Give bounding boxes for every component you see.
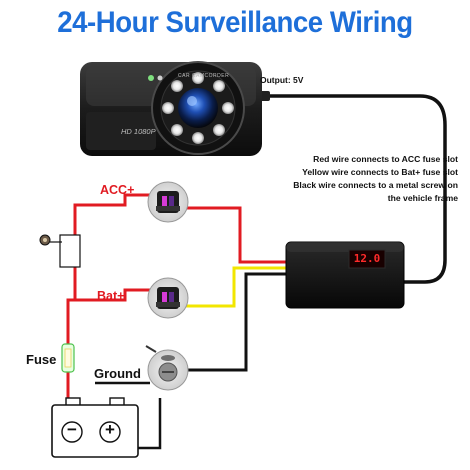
output-label: Output: 5V xyxy=(260,75,304,85)
voltage-display xyxy=(348,249,386,269)
positive-terminal-icon xyxy=(99,421,121,443)
acc-label: ACC+ xyxy=(100,183,135,197)
inline-fuse-icon xyxy=(61,343,75,373)
ground-screw xyxy=(145,345,189,391)
purple-fuse-icon xyxy=(162,196,167,206)
fuse-label: Fuse xyxy=(26,352,57,367)
bat-label: Bat+ xyxy=(97,289,125,303)
negative-terminal-icon xyxy=(61,421,83,443)
status-led-icon xyxy=(148,75,154,81)
camera-lens-icon xyxy=(178,88,218,128)
yellow-bat-wire xyxy=(186,266,290,308)
ignition-switch-icon xyxy=(39,234,81,268)
instruction-line: the vehicle frame xyxy=(387,193,458,203)
camera-resolution-label: HD 1080P xyxy=(121,127,156,136)
instruction-line: Black wire connects to a metal screw on xyxy=(293,180,458,190)
ir-led-icons xyxy=(162,72,234,144)
converter-box xyxy=(285,241,405,309)
battery-negative-symbol: − xyxy=(67,420,77,439)
instructions-block: Red wire connects to ACC fuse slot Yello… xyxy=(228,153,458,205)
converter-display-reading: 12.0 xyxy=(353,252,381,265)
lens-ring-text: CAR CAMCORDER xyxy=(178,73,230,79)
bat-fuse-tap xyxy=(147,277,189,319)
instruction-line: Red wire connects to ACC fuse slot xyxy=(313,154,458,164)
page-title: 24-Hour Surveillance Wiring xyxy=(57,6,413,39)
battery-positive-symbol: + xyxy=(105,420,115,439)
dash-cam xyxy=(80,61,262,156)
ground-label: Ground xyxy=(94,366,141,381)
battery-icon xyxy=(51,397,139,458)
acc-fuse-tap xyxy=(147,181,189,223)
instruction-line: Yellow wire connects to Bat+ fuse slot xyxy=(302,167,458,177)
purple-fuse-icon xyxy=(162,292,167,302)
red-acc-wire xyxy=(73,193,290,264)
